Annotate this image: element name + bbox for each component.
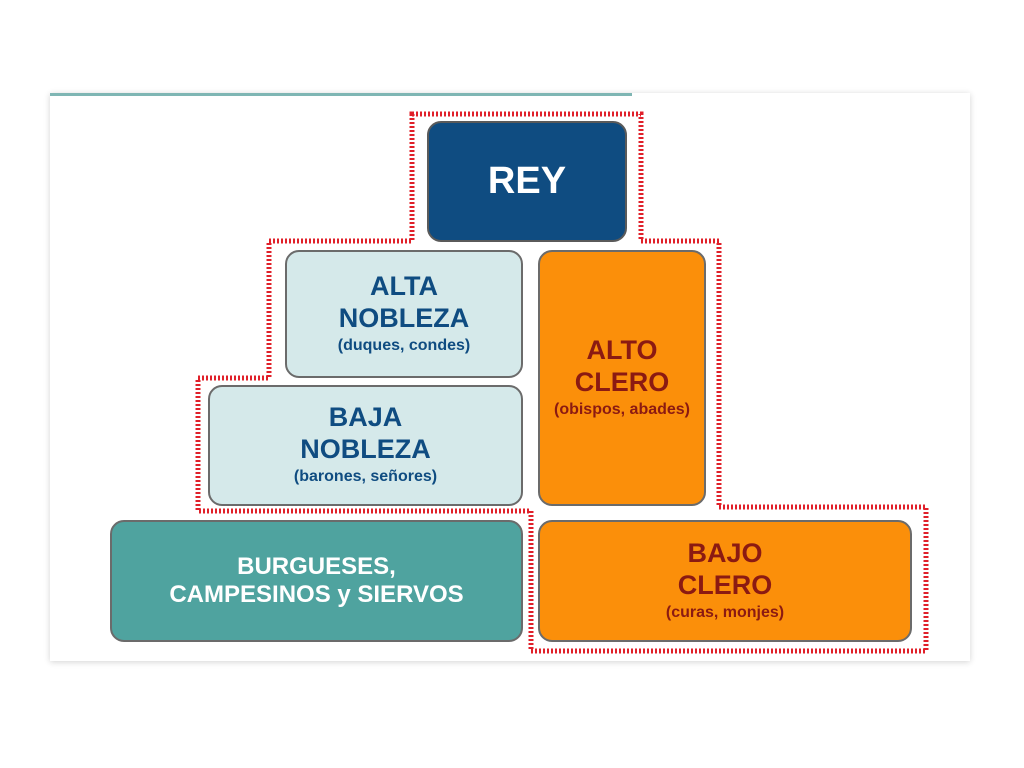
alta-nobleza-line2: NOBLEZA xyxy=(338,302,470,333)
baja-nobleza-box: BAJA NOBLEZA (barones, señores) xyxy=(208,385,523,506)
pueblo-line2: CAMPESINOS y SIERVOS xyxy=(169,581,464,608)
alto-clero-examples: (obispos, abades) xyxy=(553,400,691,418)
alto-clero-line2: CLERO xyxy=(574,366,670,397)
alto-clero-box: ALTO CLERO (obispos, abades) xyxy=(538,250,706,506)
burgueses-campesinos-siervos-box: BURGUESES, CAMPESINOS y SIERVOS xyxy=(110,520,523,642)
bajo-clero-box: BAJO CLERO (curas, monjes) xyxy=(538,520,912,642)
baja-nobleza-line2: NOBLEZA xyxy=(300,434,431,465)
alto-clero-line1: ALTO xyxy=(586,334,658,365)
alta-nobleza-examples: (duques, condes) xyxy=(337,336,471,354)
bajo-clero-examples: (curas, monjes) xyxy=(665,603,785,621)
alta-nobleza-box: ALTA NOBLEZA (duques, condes) xyxy=(285,250,523,378)
bajo-clero-line1: BAJO xyxy=(687,537,763,568)
bajo-clero-line2: CLERO xyxy=(677,569,773,600)
alta-nobleza-line1: ALTA xyxy=(370,270,438,301)
baja-nobleza-examples: (barones, señores) xyxy=(293,468,438,486)
slide-top-accent-line xyxy=(50,93,632,96)
baja-nobleza-line1: BAJA xyxy=(328,402,403,433)
rey-label: REY xyxy=(487,160,567,203)
pueblo-line1: BURGUESES, xyxy=(237,552,396,580)
rey-box: REY xyxy=(427,121,627,242)
